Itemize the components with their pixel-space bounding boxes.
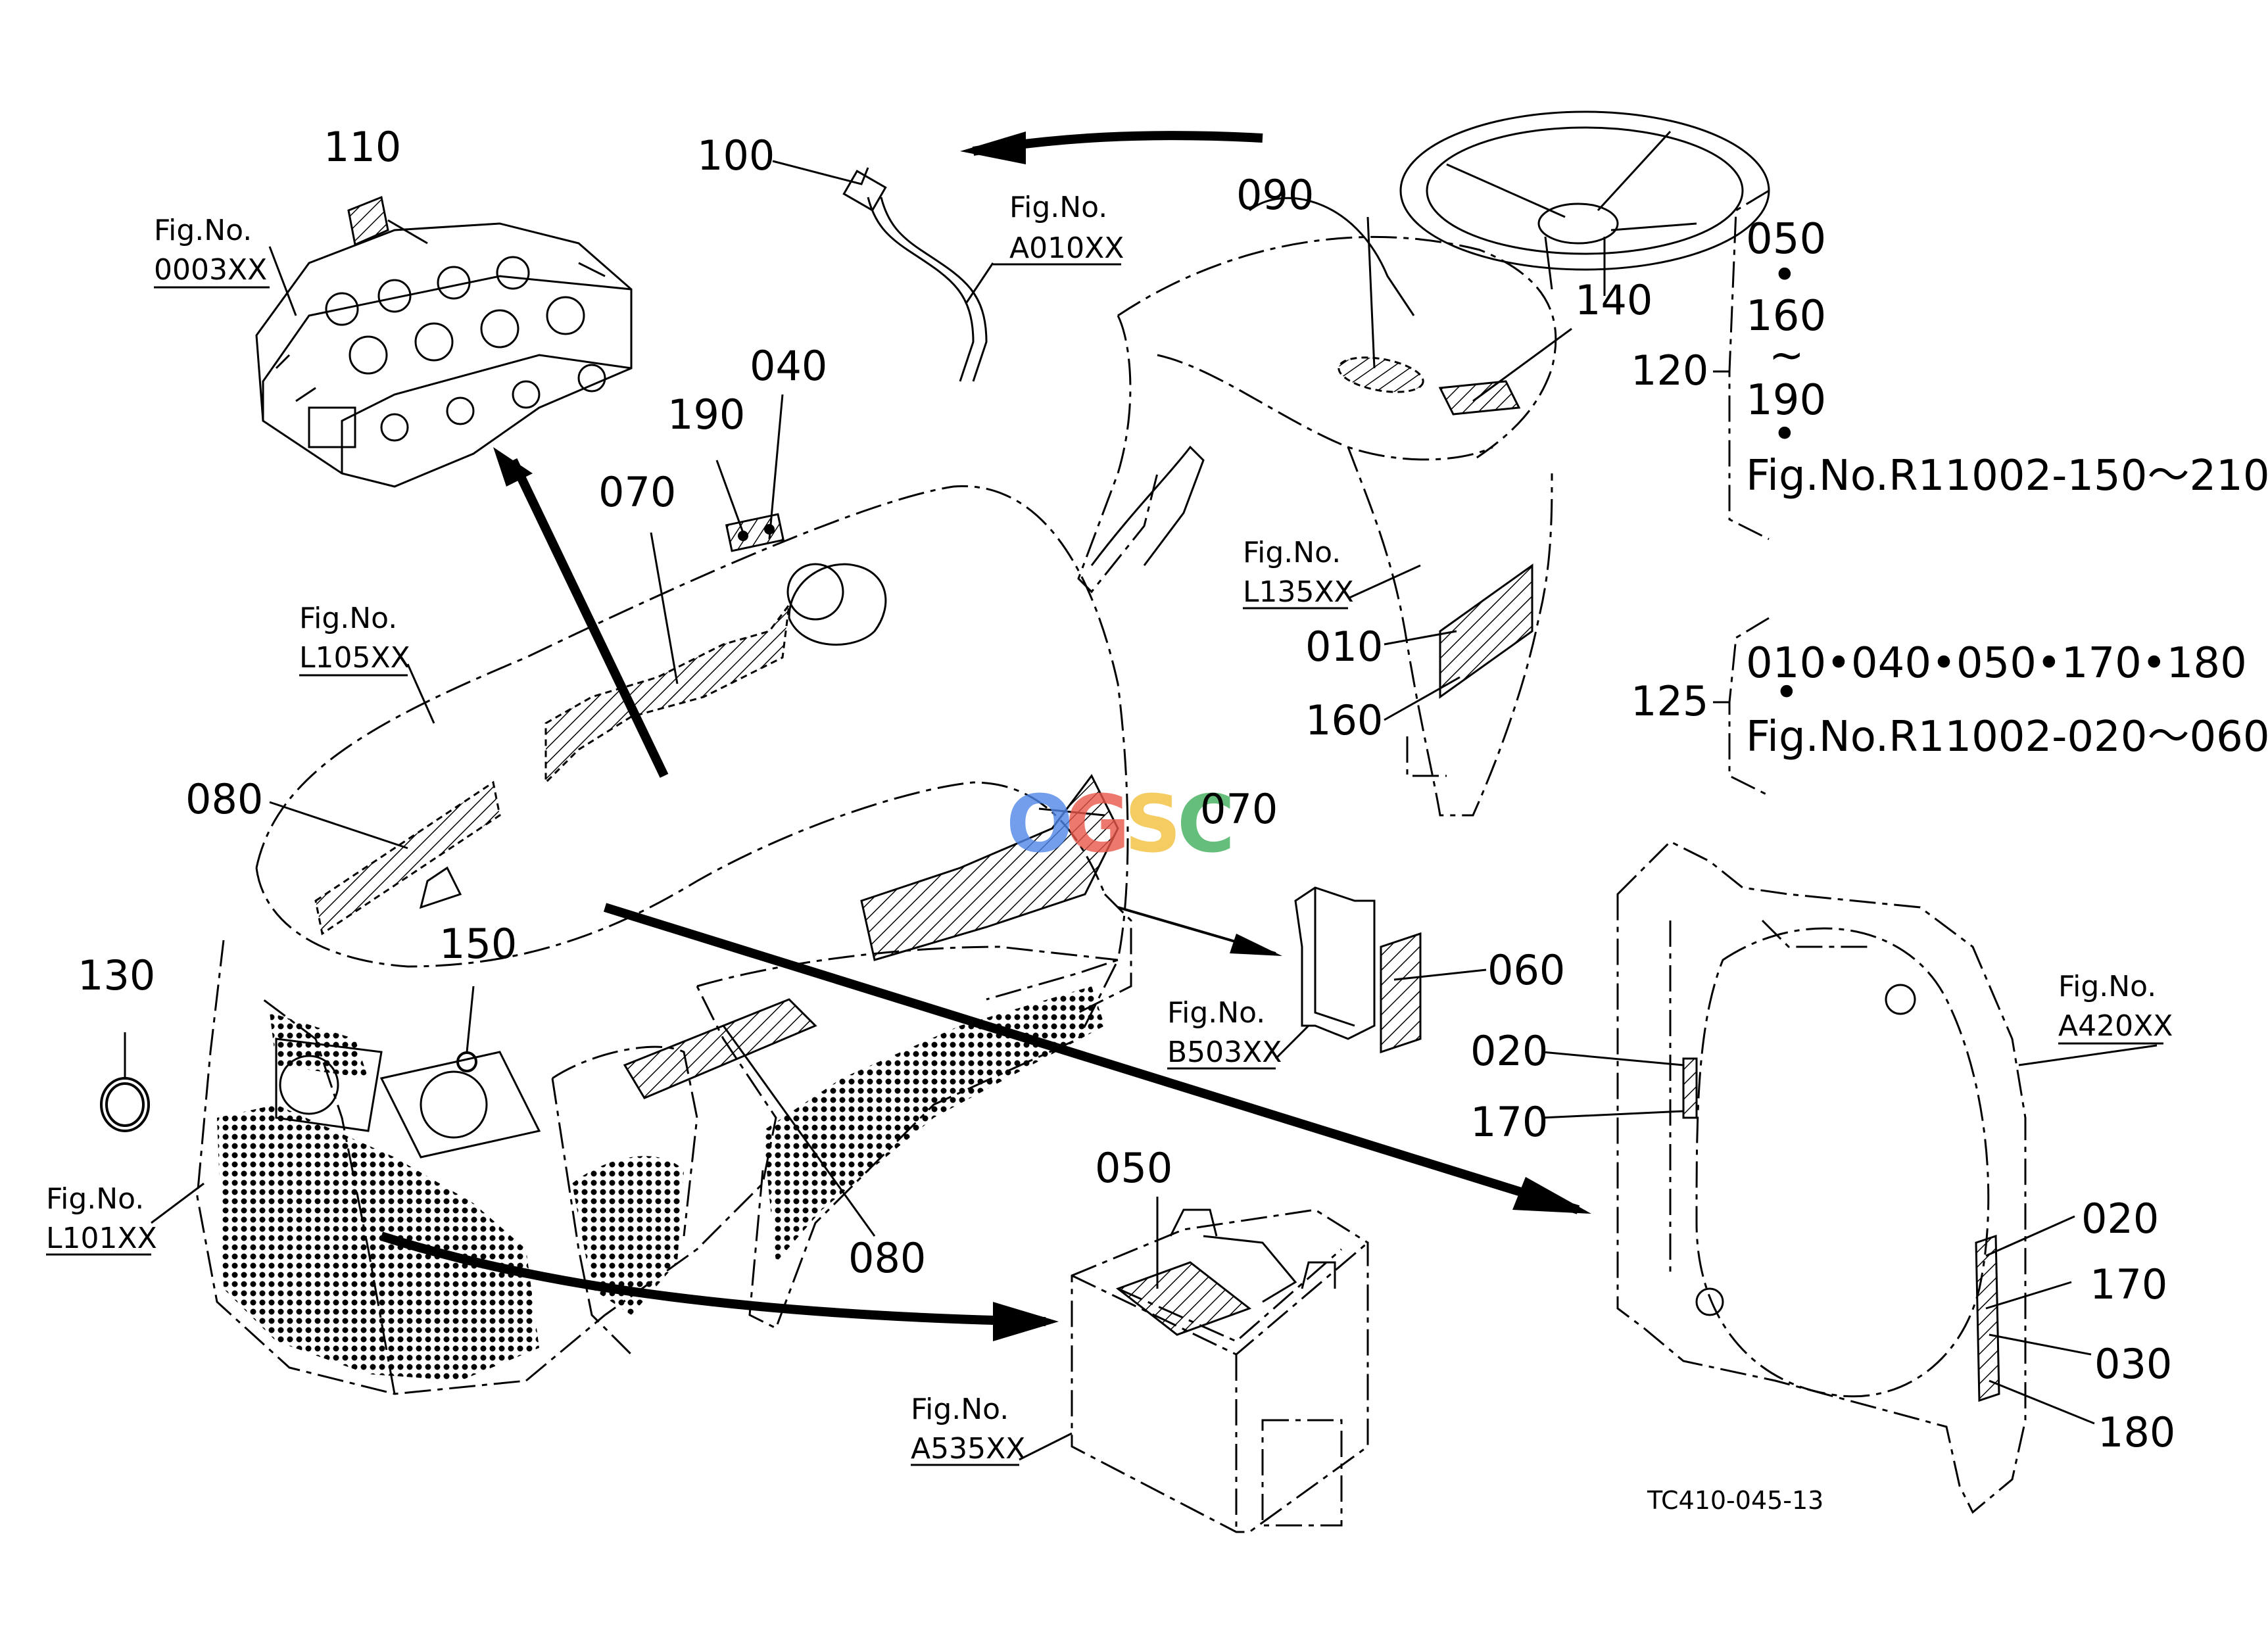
watermark-letter-1: O xyxy=(1006,779,1073,871)
group-125-sep-1: • xyxy=(1774,669,1799,717)
figref-B503: Fig.No. B503XX xyxy=(1167,996,1282,1070)
callout-070-side: 070 xyxy=(1200,785,1278,833)
callout-060: 060 xyxy=(1487,946,1565,994)
figref-0003: Fig.No. 0003XX xyxy=(154,214,270,289)
callout-080-side: 080 xyxy=(848,1234,926,1282)
svg-text:Fig.No.: Fig.No. xyxy=(46,1182,144,1216)
group-120-note: 120 050 • 160 ~ 190 • Fig.No.R11002-150～… xyxy=(1631,189,2268,540)
callout-030: 030 xyxy=(2094,1340,2172,1388)
svg-text:Fig.No.: Fig.No. xyxy=(1167,996,1265,1030)
svg-text:Fig.No.: Fig.No. xyxy=(911,1393,1009,1426)
group-120-line-3: 190 xyxy=(1746,376,1826,425)
callout-160: 160 xyxy=(1305,696,1383,744)
figref-L135: Fig.No. L135XX xyxy=(1243,536,1354,609)
decal-070-top-shape xyxy=(544,601,791,785)
callout-050: 050 xyxy=(1095,1144,1172,1192)
figure-references: Fig.No. 0003XX Fig.No. A010XX Fig.No. L1… xyxy=(46,191,2173,1466)
callout-120: 120 xyxy=(1631,347,1708,394)
svg-text:0003XX: 0003XX xyxy=(154,253,267,287)
callout-020-upper: 020 xyxy=(1470,1027,1548,1075)
svg-text:Fig.No.: Fig.No. xyxy=(154,214,252,247)
radiator-shroud-drawing xyxy=(1616,840,2027,1514)
callout-numbers: 110 100 090 140 040 190 070 070 080 080 … xyxy=(78,123,2175,1456)
shroud-decal-020-170-030-180-shape xyxy=(1975,1234,2000,1402)
callout-010: 010 xyxy=(1305,623,1383,671)
group-120-sep-1: • xyxy=(1772,251,1797,300)
decal-060-shape xyxy=(1380,932,1422,1054)
svg-text:A535XX: A535XX xyxy=(911,1432,1025,1466)
svg-text:L105XX: L105XX xyxy=(299,641,410,675)
group-120-line-1: 050 xyxy=(1746,215,1826,264)
dash-decal-090-shape xyxy=(1338,356,1424,393)
cable-drawing xyxy=(842,170,988,382)
drawing-code: TC410-045-13 xyxy=(1647,1486,1823,1515)
callout-090: 090 xyxy=(1236,171,1314,219)
svg-text:Fig.No.: Fig.No. xyxy=(299,602,397,635)
svg-text:Fig.No.: Fig.No. xyxy=(1009,191,1107,224)
engine-cylinder-head-drawing xyxy=(255,222,633,488)
callout-170-upper: 170 xyxy=(1470,1098,1548,1146)
svg-text:Fig.No.: Fig.No. xyxy=(1243,536,1341,569)
callout-190: 190 xyxy=(667,391,745,439)
svg-text:B503XX: B503XX xyxy=(1167,1036,1282,1069)
callout-070-top: 070 xyxy=(598,468,676,516)
callout-150: 150 xyxy=(439,920,517,968)
group-125-line-2: Fig.No.R11002-020～060 xyxy=(1746,713,2268,761)
group-120-line-2: 160 xyxy=(1746,292,1826,341)
group-125-note: 125 010•040•050•170•180 • Fig.No.R11002-… xyxy=(1631,617,2268,797)
emblem-130-drawing xyxy=(100,1077,150,1132)
hood-drawing xyxy=(196,485,1132,1395)
callout-130: 130 xyxy=(78,951,155,999)
group-120-sep-2: ~ xyxy=(1769,331,1804,380)
figref-L101: Fig.No. L101XX xyxy=(46,1182,157,1256)
svg-text:L135XX: L135XX xyxy=(1243,575,1354,609)
group-120-line-4: Fig.No.R11002-150～210 xyxy=(1746,452,2268,500)
callout-180: 180 xyxy=(2098,1408,2175,1456)
figref-A535: Fig.No. A535XX xyxy=(911,1393,1025,1466)
leader-110 xyxy=(387,219,428,245)
callout-100: 100 xyxy=(697,131,775,179)
callout-140: 140 xyxy=(1575,276,1653,324)
dash-decal-140-shape xyxy=(1438,380,1521,416)
decal-080-top-shape xyxy=(314,780,501,936)
group-120-sep-3: • xyxy=(1772,410,1797,459)
svg-text:Fig.No.: Fig.No. xyxy=(2058,970,2156,1003)
callout-020-lower: 020 xyxy=(2081,1195,2159,1243)
callout-170-lower: 170 xyxy=(2090,1260,2167,1308)
steering-dash-drawing xyxy=(1077,110,1770,817)
callout-125: 125 xyxy=(1631,677,1708,725)
decal-070-side-shape xyxy=(860,774,1119,961)
decal-080-side-shape xyxy=(623,998,817,1099)
battery-decal-050-shape xyxy=(1115,1261,1252,1336)
battery-drawing xyxy=(1071,1208,1369,1533)
watermark-logo: O G S C xyxy=(1006,779,1235,871)
watermark-letter-3: S xyxy=(1124,779,1181,871)
decal-110-shape xyxy=(347,195,389,247)
figref-L105: Fig.No. L105XX xyxy=(299,602,410,677)
callout-040: 040 xyxy=(750,342,827,390)
figref-A010: Fig.No. A010XX xyxy=(993,191,1124,266)
assembly-arrows xyxy=(379,131,1591,1341)
cap-150-drawing xyxy=(456,1051,477,1072)
callout-080-top: 080 xyxy=(185,775,263,823)
air-cleaner-drawing xyxy=(1294,886,1422,1054)
svg-text:A010XX: A010XX xyxy=(1009,231,1124,265)
dash-decal-010-160-shape xyxy=(1439,563,1533,699)
leader-lines xyxy=(124,160,2158,1461)
group-125-line-1: 010•040•050•170•180 xyxy=(1746,639,2247,688)
shroud-decal-020-170-shape xyxy=(1682,1057,1698,1119)
callout-110: 110 xyxy=(324,123,401,171)
svg-text:A420XX: A420XX xyxy=(2058,1009,2173,1043)
watermark-letter-2: G xyxy=(1065,779,1130,871)
watermark-letter-4: C xyxy=(1177,779,1235,871)
svg-text:L101XX: L101XX xyxy=(46,1222,157,1255)
figref-A420: Fig.No. A420XX xyxy=(2058,970,2173,1045)
